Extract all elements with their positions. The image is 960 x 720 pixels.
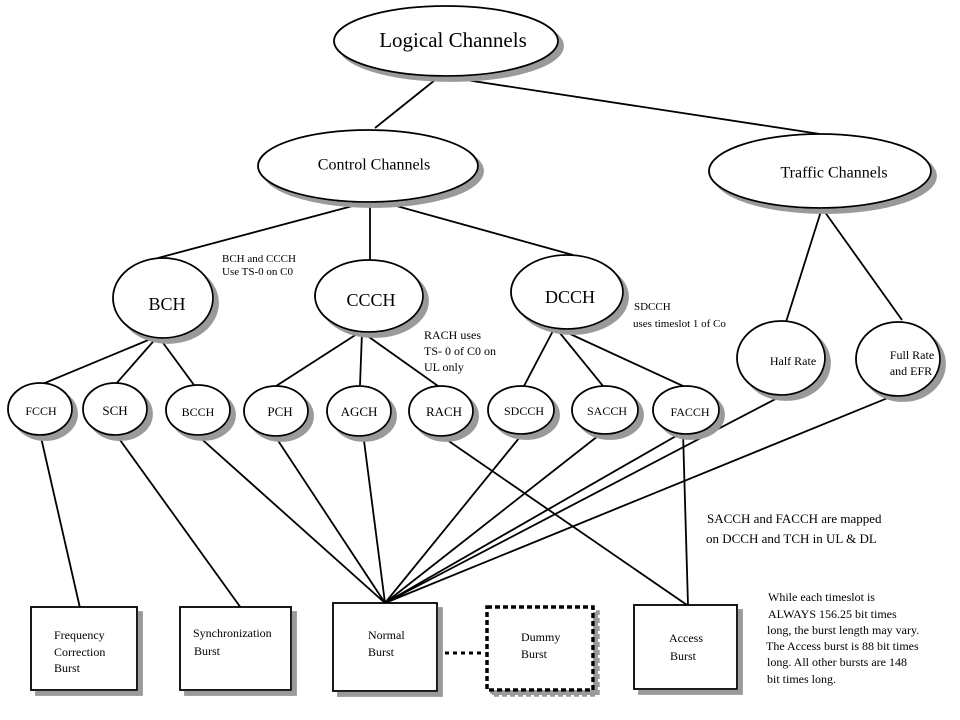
burst-access-label-2: Burst [670, 649, 697, 663]
node-sdcch [487, 385, 555, 435]
burst-synchronization-label-2: Burst [194, 644, 221, 658]
node-ccch-label: CCCH [346, 290, 395, 310]
node-sdcch-label: SDCCH [504, 404, 544, 418]
edge-dcch-sacch [554, 326, 604, 387]
edge-rach-access [436, 432, 688, 606]
node-bch-label: BCH [148, 294, 185, 314]
edge-bch-sch [114, 335, 159, 386]
node-fcch [7, 382, 73, 436]
node-logical-channels [333, 5, 559, 77]
note-sacch-facch-line-2: on DCCH and TCH in UL & DL [706, 531, 877, 546]
node-bch [112, 257, 214, 339]
edge-fullrate-normal [384, 392, 901, 604]
burst-access-box [633, 604, 738, 690]
edge-ccch-rach [361, 331, 439, 387]
note-rach-line-2: TS- 0 of C0 on [424, 344, 496, 358]
node-ccch [314, 259, 424, 333]
edge-sch-sync [114, 432, 242, 609]
note-timeslot-line-1: While each timeslot is [768, 590, 875, 604]
edge-ccch-agch [359, 331, 363, 386]
node-pch-label: PCH [267, 404, 292, 419]
edge-pch-normal [272, 432, 386, 604]
burst-access-label-1: Access [669, 631, 703, 645]
note-timeslot-line-5: long. All other bursts are 148 [767, 655, 907, 669]
note-rach-line-1: RACH uses [424, 328, 481, 342]
edge-ccch-pch [272, 331, 361, 389]
node-full-rate [855, 321, 941, 397]
node-control-channels-label: Control Channels [318, 157, 430, 174]
node-traffic-channels [708, 133, 932, 209]
node-full-rate-label-1: Full Rate [890, 348, 934, 362]
node-logical-channels-label: Logical Channels [379, 28, 527, 52]
note-sdcch-line-2: uses timeslot 1 of Co [633, 318, 726, 330]
edge-logical-traffic [439, 75, 821, 135]
edge-agch-normal [362, 432, 386, 604]
note-sacch-facch-line-1: SACCH and FACCH are mapped [707, 511, 882, 526]
node-rach-label: RACH [426, 404, 462, 419]
node-sch [82, 382, 148, 436]
node-dcch [510, 254, 624, 330]
node-fcch-label: FCCH [25, 404, 57, 418]
node-dcch-label: DCCH [545, 287, 595, 307]
node-facch-label: FACCH [670, 405, 709, 419]
burst-normal-label-2: Burst [368, 645, 395, 659]
edge-sdcch-normal [384, 431, 525, 604]
burst-synchronization-box [179, 606, 292, 691]
burst-frequency-correction-label-1: Frequency [54, 628, 105, 642]
node-full-rate-label-2: and EFR [890, 364, 932, 378]
burst-frequency-correction-label-2: Correction [54, 645, 105, 659]
edge-bcch-normal [195, 433, 386, 604]
edge-traffic-fullrate [821, 207, 903, 321]
note-timeslot-line-4: The Access burst is 88 bit times [766, 639, 919, 653]
node-sch-label: SCH [102, 403, 127, 418]
node-sacch-label: SACCH [587, 404, 627, 418]
burst-dummy-label-1: Dummy [521, 630, 560, 644]
node-pch [243, 385, 309, 437]
burst-frequency-correction-label-3: Burst [54, 661, 81, 675]
edge-control-bch [157, 199, 376, 259]
edge-facch-normal [384, 431, 684, 604]
edge-facch-access [682, 431, 689, 606]
node-rach [408, 385, 474, 437]
note-timeslot-line-6: bit times long. [767, 672, 836, 686]
burst-synchronization-label-1: Synchronization [193, 626, 272, 640]
note-bch-ccch-line-1: BCH and CCCH [222, 253, 296, 265]
note-bch-ccch-line-2: Use TS-0 on C0 [222, 266, 293, 278]
edge-dcch-facch [554, 326, 684, 387]
burst-normal-label-1: Normal [368, 628, 405, 642]
node-sacch [571, 385, 639, 435]
node-half-rate-label: Half Rate [770, 354, 816, 368]
node-control-channels [257, 129, 479, 203]
note-sdcch-line-1: SDCCH [634, 301, 671, 313]
edge-control-dcch [374, 199, 574, 256]
edge-sacch-normal [384, 431, 604, 604]
edge-traffic-halfrate [785, 207, 823, 323]
node-traffic-channels-label: Traffic Channels [780, 165, 887, 182]
note-timeslot-line-3: long, the burst length may vary. [767, 623, 919, 637]
edge-bch-bcch [157, 335, 195, 386]
burst-dummy-box [485, 605, 595, 692]
node-agch [326, 385, 392, 437]
edge-dcch-sdcch [523, 326, 556, 387]
node-half-rate [736, 320, 826, 396]
node-bcch [165, 384, 231, 436]
burst-dummy-label-2: Burst [521, 647, 548, 661]
note-rach-line-3: UL only [424, 360, 464, 374]
edge-fcch-freqcorr [39, 432, 81, 609]
burst-frequency-correction-box [30, 606, 138, 691]
edge-halfrate-normal [384, 392, 788, 604]
edge-bch-fcch [39, 335, 159, 386]
connector-lines [39, 75, 903, 655]
burst-normal-box [332, 602, 438, 692]
node-facch [652, 385, 720, 435]
node-agch-label: AGCH [341, 404, 378, 419]
edge-logical-control [374, 75, 441, 129]
node-bcch-label: BCCH [182, 405, 215, 419]
note-timeslot-line-2: ALWAYS 156.25 bit times [768, 607, 897, 621]
